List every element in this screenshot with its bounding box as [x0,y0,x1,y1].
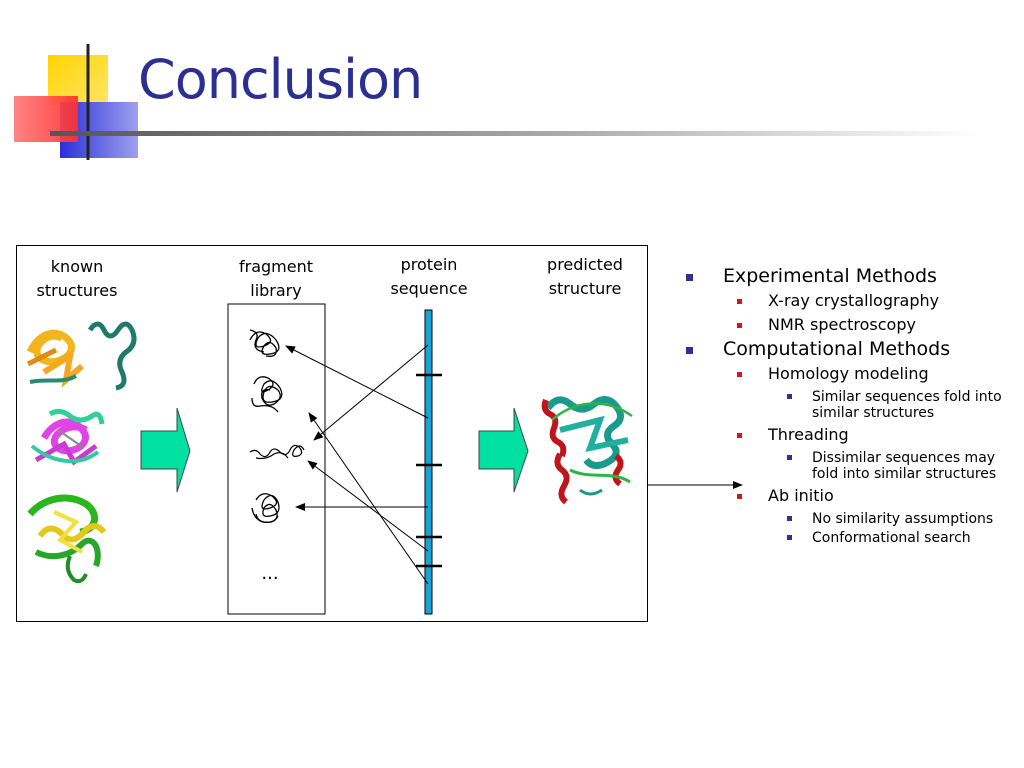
mapping-arrows [285,344,743,585]
bullet-xray-crystallography: X-ray crystallography [686,289,1021,313]
bullet-text: Experimental Methods [723,265,937,287]
diagram-frame [16,245,648,622]
bullet-marker-icon [787,394,792,399]
bullet-text: Homology modeling [768,364,929,383]
slide-header-decoration [14,44,980,160]
bullet-marker-icon [686,347,693,354]
bullet-marker-icon [737,372,742,377]
bullet-ab-initio: Ab initio [686,484,1021,508]
bullet-text: Computational Methods [723,338,951,360]
fragment-icon [251,376,283,413]
predicted-structure-icon [541,396,633,505]
bullet-marker-icon [737,299,742,304]
slide-logo-icon [14,44,138,160]
fragment-library-label: fragment library [238,257,313,300]
bullet-computational-methods: Computational Methods [686,337,1021,362]
bullet-text: NMR spectroscopy [768,315,916,334]
bullet-threading: Threading [686,423,1021,447]
bullet-nmr-spectroscopy: NMR spectroscopy [686,313,1021,337]
protein-structure-icon [26,321,137,391]
predicted-structure-label: predicted structure [547,255,623,298]
fragment-ellipsis: ... [261,563,279,584]
flow-arrow-icon [478,407,529,493]
bullet-homology-modeling: Homology modeling [686,362,1021,386]
known-structures-label: known structures [36,257,118,300]
bullet-text: Conformational search [812,530,971,546]
protein-structure-icon [30,408,105,466]
bullet-text: X-ray crystallography [768,291,940,310]
bullet-marker-icon [787,516,792,521]
fragment-icon [251,493,280,524]
slide-title: Conclusion [138,48,423,111]
bullet-text: No similarity assumptions [812,511,994,527]
bullet-marker-icon [787,535,792,540]
bullet-conformational-search: Conformational search [686,530,1021,546]
bullet-text: Threading [768,425,849,444]
fragment-icon [249,444,305,460]
protein-structure-icon [27,494,107,584]
protein-sequence-label: protein sequence [390,255,468,298]
bullet-marker-icon [787,455,792,460]
sequence-ticks [416,373,442,568]
bullet-text: Ab initio [768,486,834,505]
fragment-library-box [227,303,326,615]
bullet-marker-icon [737,323,742,328]
sequence-bar [424,309,433,615]
bullet-no-similarity-assumptions: No similarity assumptions [686,511,1021,527]
bullet-marker-icon [737,494,742,499]
bullet-text: Similar sequences fold into similar stru… [812,389,1002,421]
bullet-marker-icon [737,433,742,438]
bullet-dissimilar-sequences: Dissimilar sequences may fold into simil… [686,450,1021,482]
flow-arrow-icon [140,407,191,493]
bullet-marker-icon [686,274,693,281]
bullet-text: Dissimilar sequences may fold into simil… [812,450,997,482]
bullet-similar-sequences: Similar sequences fold into similar stru… [686,389,1021,421]
fragment-icon [249,329,280,357]
methods-bullet-list: Experimental Methods X-ray crystallograp… [686,264,1021,548]
bullet-experimental-methods: Experimental Methods [686,264,1021,289]
